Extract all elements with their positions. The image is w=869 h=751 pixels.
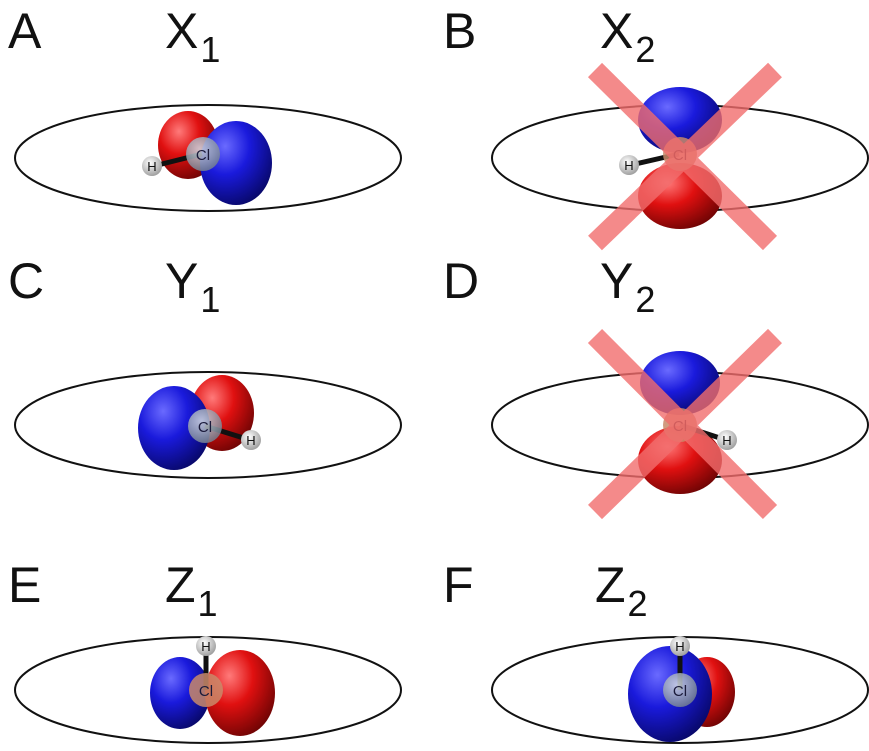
orbital-diagram-y1: Cl H — [14, 371, 402, 479]
cross-stroke-2 — [588, 328, 782, 520]
hydrogen-label: H — [675, 639, 684, 654]
chlorine-atom — [186, 137, 220, 171]
reference-ellipse — [14, 371, 402, 479]
hydrogen-label: H — [624, 158, 633, 173]
panel-d: D Y2 Cl H — [435, 250, 869, 520]
panel-letter: D — [443, 253, 480, 309]
panel-letter: B — [443, 3, 477, 59]
panel-letter: F — [443, 557, 474, 613]
cross-stroke-2 — [588, 62, 782, 251]
hydrogen-atom — [241, 430, 261, 450]
title-subscript: 1 — [200, 29, 221, 70]
panel-letter: A — [8, 3, 42, 59]
title-subscript: 2 — [635, 29, 656, 70]
orbital-diagram-y2: Cl H — [491, 328, 869, 520]
panel-title: Z2 — [595, 557, 648, 622]
hydrogen-label: H — [722, 433, 731, 448]
panel-e: E Z1 Cl H — [0, 500, 434, 751]
chlorine-label: Cl — [196, 147, 210, 164]
chlorine-label: Cl — [199, 683, 213, 700]
chlorine-atom — [188, 409, 222, 443]
panel-b: B X2 Cl H — [435, 0, 869, 251]
panel-title: X2 — [600, 3, 655, 68]
panel-title: Y2 — [600, 253, 655, 318]
panel-title: Z1 — [165, 557, 218, 622]
positive-lobe — [138, 386, 210, 470]
panel-c: C Y1 Cl H — [0, 250, 434, 500]
panel-title: Y1 — [165, 253, 220, 318]
title-main: Y — [165, 253, 199, 309]
hydrogen-label: H — [246, 433, 255, 448]
orbital-diagram-z2: Cl H — [491, 636, 869, 744]
rejection-cross — [587, 328, 782, 520]
chlorine-label: Cl — [673, 683, 687, 700]
positive-lobe — [200, 121, 272, 205]
panel-title: X1 — [165, 3, 220, 68]
title-subscript: 1 — [197, 583, 218, 624]
title-main: Y — [600, 253, 634, 309]
title-main: Z — [595, 557, 626, 613]
panel-letter: E — [8, 557, 42, 613]
hydrogen-atom — [196, 636, 216, 656]
title-subscript: 1 — [200, 279, 221, 320]
title-subscript: 2 — [635, 279, 656, 320]
rejection-cross — [587, 62, 782, 251]
chlorine-atom — [189, 673, 223, 707]
hydrogen-label: H — [147, 159, 156, 174]
orbital-diagram-z1: Cl H — [14, 636, 402, 744]
reference-ellipse — [14, 104, 402, 212]
orbital-diagram-x1: Cl H — [14, 104, 402, 212]
chlorine-atom — [663, 673, 697, 707]
title-subscript: 2 — [627, 583, 648, 624]
orbital-diagram-x2: Cl H — [491, 62, 869, 251]
hydrogen-atom — [717, 430, 737, 450]
panel-letter: C — [8, 253, 45, 309]
title-main: Z — [165, 557, 196, 613]
chlorine-label: Cl — [198, 419, 212, 436]
hydrogen-atom — [619, 155, 639, 175]
negative-lobe — [205, 650, 275, 736]
hydrogen-atom — [670, 636, 690, 656]
positive-lobe — [150, 657, 210, 729]
title-main: X — [165, 3, 199, 59]
panel-a: A X1 Cl H — [0, 0, 434, 250]
title-main: X — [600, 3, 634, 59]
panel-f: F Z2 Cl H — [435, 500, 869, 751]
hydrogen-atom — [142, 156, 162, 176]
hydrogen-label: H — [201, 639, 210, 654]
